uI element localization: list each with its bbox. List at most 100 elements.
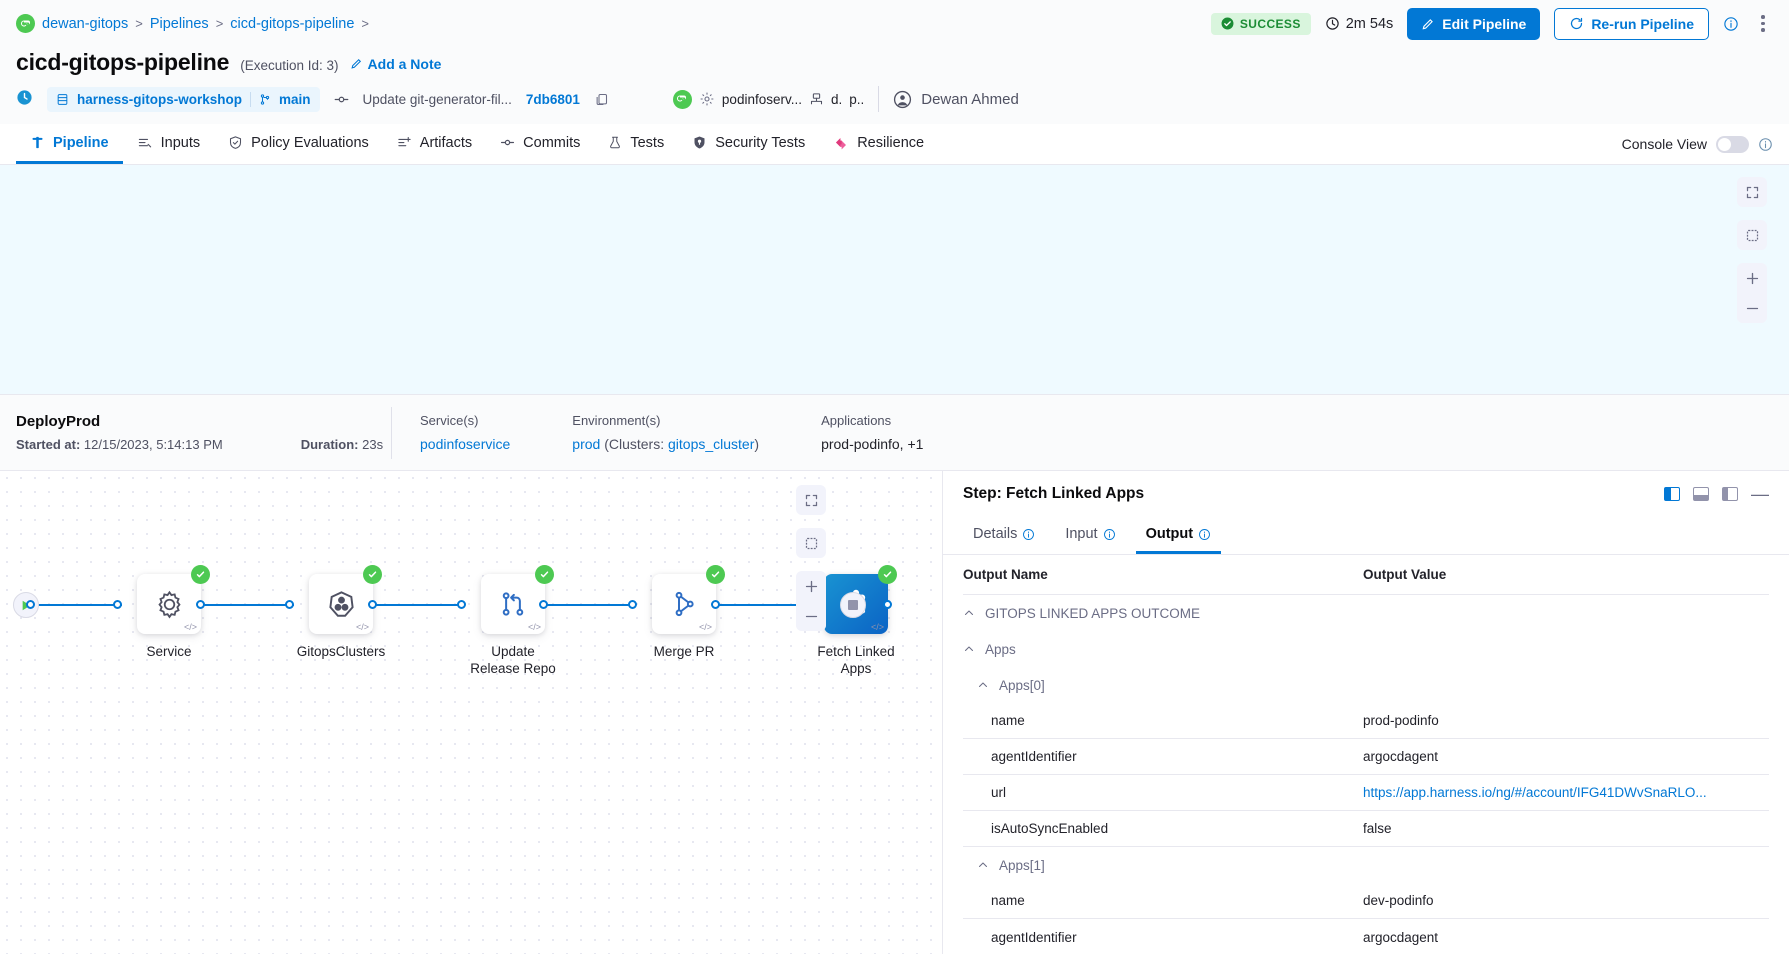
more-options-button[interactable] xyxy=(1753,10,1773,38)
step-node-box[interactable]: </> xyxy=(824,565,897,634)
breadcrumb-org[interactable]: dewan-gitops xyxy=(42,15,129,32)
cluster-link[interactable]: gitops_cluster xyxy=(668,436,755,452)
repo-branch-chip[interactable]: harness-gitops-workshop main xyxy=(47,86,320,112)
layout-left-icon[interactable] xyxy=(1722,487,1738,501)
output-name: isAutoSyncEnabled xyxy=(991,821,1109,836)
rerun-pipeline-button[interactable]: Re-run Pipeline xyxy=(1554,7,1709,40)
chevron-up-icon[interactable] xyxy=(963,607,975,619)
code-icon: </> xyxy=(527,622,541,632)
console-view-toggle[interactable] xyxy=(1716,135,1749,153)
step-node-update-release-repo[interactable]: </> Update Release Repo xyxy=(465,565,561,677)
layout-right-icon[interactable] xyxy=(1664,487,1680,501)
column-header-output-value: Output Value xyxy=(1363,567,1447,582)
top-bar-actions: SUCCESS 2m 54s Edit Pipeline Re-run Pipe… xyxy=(1210,7,1773,40)
step-graph-zoom-controls xyxy=(796,485,826,631)
add-note-label: Add a Note xyxy=(367,55,442,72)
service-name: podinfoserv... xyxy=(721,91,802,107)
edge xyxy=(30,604,122,606)
table-row: isAutoSyncEnabled false xyxy=(963,811,1769,847)
branch-name: main xyxy=(279,91,311,107)
table-row[interactable]: GITOPS LINKED APPS OUTCOME xyxy=(963,595,1769,631)
tab-label: Resilience xyxy=(857,134,925,151)
duration-label: Duration: xyxy=(300,437,359,452)
breadcrumb-pipelines[interactable]: Pipelines xyxy=(149,15,209,32)
step-panel-header: Step: Fetch Linked Apps — xyxy=(943,471,1789,517)
step-node-box[interactable]: </> xyxy=(309,565,382,634)
pipeline-stage-graph[interactable]: </> ci-stage </> DeployDev xyxy=(0,165,1789,394)
step-node-label: Merge PR xyxy=(653,644,715,659)
success-check-icon xyxy=(878,565,897,584)
tab-tests[interactable]: Tests xyxy=(594,124,678,164)
port xyxy=(196,600,205,609)
panel-layout-controls: — xyxy=(1664,485,1769,503)
commit-id[interactable]: 7db6801 xyxy=(525,91,580,107)
tab-policy-evaluations[interactable]: Policy Evaluations xyxy=(214,124,383,164)
step-node-gitopsclusters[interactable]: </> GitopsClusters xyxy=(293,565,389,660)
zoom-out-icon[interactable] xyxy=(1737,293,1767,323)
step-node-merge-pr[interactable]: </> Merge PR xyxy=(636,565,732,660)
output-name: agentIdentifier xyxy=(991,929,1077,945)
info-icon[interactable] xyxy=(1758,137,1773,152)
top-bar: dewan-gitops > Pipelines > cicd-gitops-p… xyxy=(0,0,1789,47)
tab-resilience[interactable]: Resilience xyxy=(819,124,938,164)
application-more-count[interactable]: +1 xyxy=(907,436,924,452)
tab-details[interactable]: Details xyxy=(963,517,1045,554)
step-node-box[interactable]: </> xyxy=(481,565,554,634)
tab-pipeline[interactable]: Pipeline xyxy=(16,124,123,164)
services-value[interactable]: podinfoservice xyxy=(420,436,511,452)
chevron-up-icon[interactable] xyxy=(977,859,989,871)
port xyxy=(26,600,35,609)
table-row[interactable]: Apps[0] xyxy=(963,667,1769,703)
tab-inputs[interactable]: Inputs xyxy=(123,124,215,164)
inputs-icon xyxy=(138,138,151,148)
zoom-in-icon[interactable] xyxy=(1737,263,1767,293)
success-check-icon xyxy=(535,565,554,584)
tab-output[interactable]: Output xyxy=(1135,517,1222,554)
refresh-icon xyxy=(1571,17,1583,30)
zoom-out-icon[interactable] xyxy=(796,601,826,631)
fit-icon[interactable] xyxy=(796,528,826,558)
stage-summary-left: DeployProd Started at: 12/15/2023, 5:14:… xyxy=(16,413,391,452)
breadcrumb-pipeline[interactable]: cicd-gitops-pipeline xyxy=(230,15,355,32)
layout-bottom-icon[interactable] xyxy=(1693,487,1709,501)
step-node-box[interactable]: </> xyxy=(137,565,210,634)
meta-divider xyxy=(878,86,880,112)
step-node-fetch-linked-apps[interactable]: </> Fetch Linked Apps xyxy=(808,565,904,677)
table-row[interactable]: Apps xyxy=(963,631,1769,667)
tab-security-tests[interactable]: Security Tests xyxy=(678,124,819,164)
chevron-up-icon[interactable] xyxy=(963,643,975,655)
tab-artifacts[interactable]: Artifacts xyxy=(383,124,486,164)
table-row[interactable]: Apps[1] xyxy=(963,847,1769,883)
breadcrumb: dewan-gitops > Pipelines > cicd-gitops-p… xyxy=(16,14,369,33)
edit-pipeline-label: Edit Pipeline xyxy=(1442,15,1527,32)
output-value: false xyxy=(1363,821,1392,836)
tab-bar: Pipeline Inputs Policy Evaluations Artif… xyxy=(0,124,1789,165)
output-group-name: Apps[1] xyxy=(963,858,1363,873)
output-value[interactable]: https://app.harness.io/ng/#/account/IFG4… xyxy=(1363,785,1707,800)
output-table-header: Output Name Output Value xyxy=(963,555,1769,595)
rerun-pipeline-label: Re-run Pipeline xyxy=(1591,15,1694,32)
fullscreen-icon[interactable] xyxy=(1737,177,1767,207)
step-graph[interactable]: </> Service </> GitopsClusters xyxy=(0,471,943,954)
step-node-service[interactable]: </> Service xyxy=(121,565,217,660)
lower-split: </> Service </> GitopsClusters xyxy=(0,471,1789,954)
environment-link[interactable]: prod xyxy=(572,436,601,452)
tab-label: Output xyxy=(1145,526,1194,542)
output-name: url xyxy=(991,785,1007,800)
chevron-up-icon[interactable] xyxy=(977,679,989,691)
stage-summary-sub: Started at: 12/15/2023, 5:14:13 PM Durat… xyxy=(16,437,391,452)
info-icon[interactable] xyxy=(1723,16,1739,32)
step-node-box[interactable]: </> xyxy=(652,565,725,634)
duration-value: 23s xyxy=(362,437,384,452)
fullscreen-icon[interactable] xyxy=(796,485,826,515)
zoom-in-icon[interactable] xyxy=(796,571,826,601)
copy-icon[interactable] xyxy=(594,92,609,107)
fit-icon[interactable] xyxy=(1737,220,1767,250)
tab-input[interactable]: Input xyxy=(1055,517,1125,554)
add-note-button[interactable]: Add a Note xyxy=(350,55,442,72)
info-icon xyxy=(1023,528,1035,540)
collapse-panel-icon[interactable]: — xyxy=(1751,484,1769,504)
edit-pipeline-button[interactable]: Edit Pipeline xyxy=(1407,7,1541,40)
tab-commits[interactable]: Commits xyxy=(486,124,594,164)
